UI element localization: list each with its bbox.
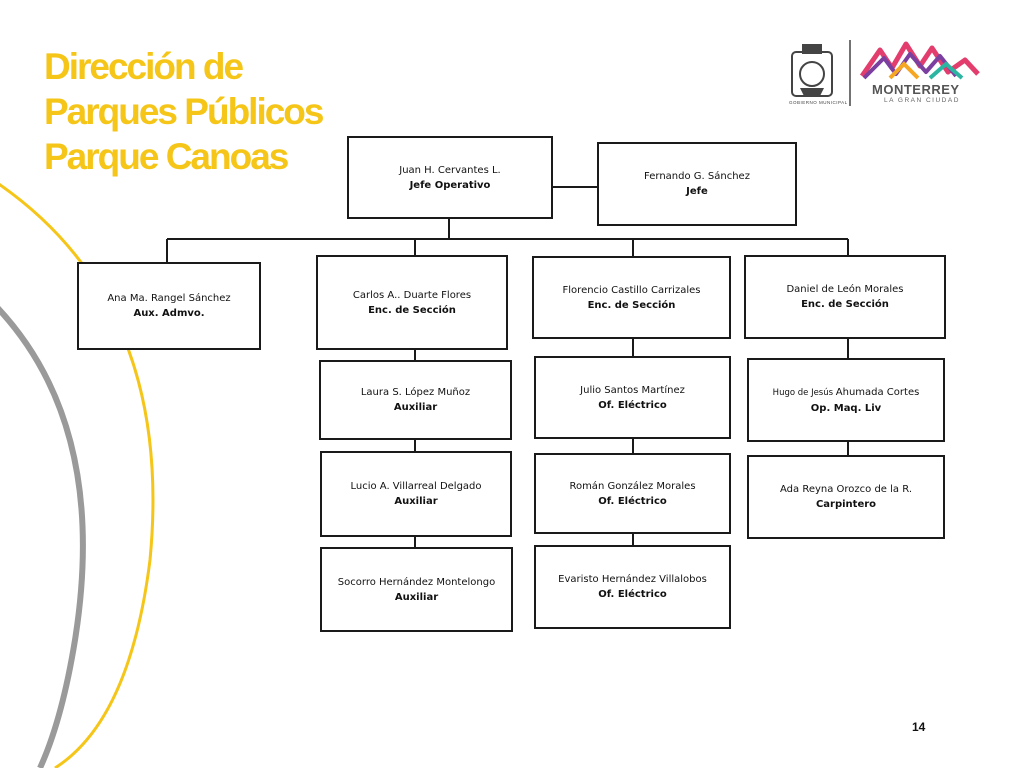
title-line-1: Dirección de [44, 46, 244, 87]
municipal-seal-icon [791, 44, 833, 97]
page-title: Dirección de Parques Públicos Parque Can… [44, 44, 324, 179]
box-aux-admvo: Ana Ma. Rangel Sánchez Aux. Admvo. [77, 262, 261, 350]
person-name: Ada Reyna Orozco de la R. [780, 484, 912, 495]
person-name: Florencio Castillo Carrizales [562, 284, 701, 296]
person-role: Auxiliar [393, 402, 438, 413]
person-role: Of. Eléctrico [598, 399, 667, 411]
title-line-3: Parque Canoas [44, 136, 289, 177]
box-col2-2: Román González Morales Of. Eléctrico [534, 453, 731, 534]
person-role: Enc. de Sección [587, 299, 676, 311]
person-name: Juan H. Cervantes L. [399, 164, 501, 176]
person-role: Enc. de Sección [368, 304, 456, 316]
person-name: Román González Morales [569, 480, 696, 492]
box-col3-1: Hugo de Jesús Ahumada Cortes Op. Maq. Li… [747, 358, 945, 442]
person-name: Lucio A. Villarreal Delgado [350, 481, 482, 492]
person-name: Daniel de León Morales [786, 284, 904, 295]
box-col2-1: Julio Santos Martínez Of. Eléctrico [534, 356, 731, 439]
logo-brand-text: MONTERREY [872, 82, 960, 97]
person-role: Of. Eléctrico [598, 589, 667, 600]
box-jefe-operativo: Juan H. Cervantes L. Jefe Operativo [347, 136, 553, 219]
person-role: Auxiliar [394, 496, 438, 507]
person-name: Carlos A.. Duarte Flores [352, 289, 472, 301]
mountain-logo-icon [859, 41, 980, 80]
person-role: Carpintero [815, 499, 877, 510]
monterrey-logo [791, 40, 980, 106]
person-role: Jefe [686, 186, 708, 197]
box-col1-0: Carlos A.. Duarte Flores Enc. de Sección [316, 255, 508, 350]
box-col1-1: Laura S. López Muñoz Auxiliar [319, 360, 512, 440]
person-role: Of. Eléctrico [598, 495, 667, 507]
box-col3-2: Ada Reyna Orozco de la R. Carpintero [747, 455, 945, 539]
person-role: Jefe Operativo [409, 179, 491, 191]
person-role: Enc. de Sección [801, 299, 889, 310]
person-name: Laura S. López Muñoz [360, 387, 471, 398]
gray-arc [0, 306, 86, 768]
title-line-2: Parques Públicos [44, 91, 324, 132]
person-role: Auxiliar [394, 591, 439, 603]
person-name-suffix: Ahumada Cortes [835, 386, 920, 398]
box-col1-2: Lucio A. Villarreal Delgado Auxiliar [320, 451, 512, 537]
logo-tagline: LA GRAN CIUDAD [884, 97, 960, 104]
person-name: Julio Santos Martínez [580, 384, 685, 396]
seal-caption: GOBIERNO MUNICIPAL [789, 100, 848, 105]
person-name-prefix: Hugo de Jesús [772, 387, 836, 398]
box-col2-3: Evaristo Hernández Villalobos Of. Eléctr… [534, 545, 731, 629]
page-number: 14 [912, 720, 926, 734]
box-jefe: Fernando G. Sánchez Jefe [597, 142, 797, 226]
person-name: Evaristo Hernández Villalobos [558, 574, 707, 585]
person-name: Hugo de Jesús Ahumada Cortes [773, 385, 920, 401]
person-name: Ana Ma. Rangel Sánchez [107, 293, 231, 304]
person-role: Aux. Admvo. [133, 308, 205, 319]
person-name: Socorro Hernández Montelongo [337, 576, 496, 588]
yellow-arc [0, 183, 155, 768]
person-name: Fernando G. Sánchez [644, 171, 750, 182]
box-col1-3: Socorro Hernández Montelongo Auxiliar [320, 547, 513, 632]
box-col2-0: Florencio Castillo Carrizales Enc. de Se… [532, 256, 731, 339]
box-col3-0: Daniel de León Morales Enc. de Sección [744, 255, 946, 339]
person-role: Op. Maq. Liv [810, 402, 882, 414]
